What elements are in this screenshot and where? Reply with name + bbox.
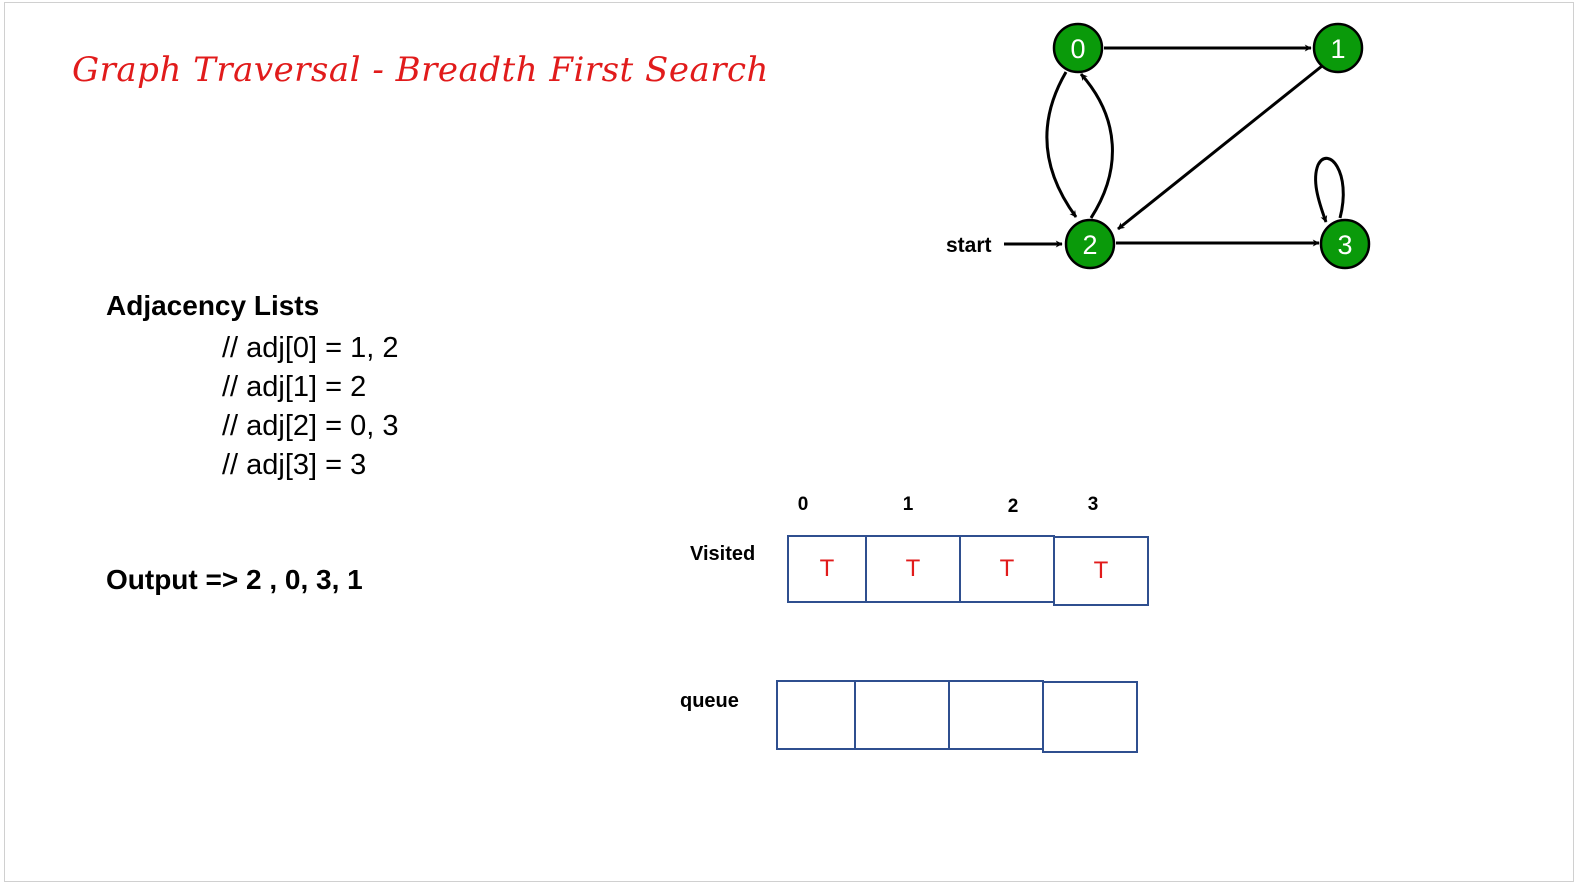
slide (4, 2, 1574, 882)
visited-index-1: 1 (902, 494, 914, 515)
graph-node-0: 0 (1052, 22, 1104, 74)
graph-node-1: 1 (1312, 22, 1364, 74)
adjacency-list: // adj[0] = 1, 2 // adj[1] = 2 // adj[2]… (222, 330, 399, 486)
adjacency-heading: Adjacency Lists (106, 290, 320, 321)
slide-title: Graph Traversal - Breadth First Search (72, 50, 769, 90)
adjacency-line-0: // adj[0] = 1, 2 (222, 332, 399, 364)
queue-array (776, 680, 1138, 753)
queue-cell-1 (854, 680, 950, 750)
node-label-3: 3 (1337, 230, 1352, 260)
visited-label: Visited (690, 543, 756, 565)
graph-node-3: 3 (1319, 218, 1371, 270)
edge-3-3 (1314, 157, 1345, 223)
queue-cell-2 (948, 680, 1044, 750)
queue-cell-3 (1042, 681, 1138, 753)
node-label-0: 0 (1070, 34, 1085, 64)
queue-cell-0 (776, 680, 856, 750)
node-label-1: 1 (1330, 34, 1345, 64)
node-label-2: 2 (1082, 230, 1097, 260)
edge-2-0 (1079, 73, 1114, 219)
adjacency-line-3: // adj[3] = 3 (222, 449, 367, 481)
start-label: start (946, 234, 992, 257)
visited-cell-0: T (787, 535, 867, 603)
visited-array: T T T T (787, 535, 1149, 606)
graph-node-2: 2 (1064, 218, 1116, 270)
visited-cell-2: T (959, 535, 1055, 603)
queue-label: queue (680, 690, 739, 712)
visited-index-2: 2 (1007, 496, 1019, 517)
adjacency-line-1: // adj[1] = 2 (222, 371, 367, 403)
visited-index-0: 0 (797, 494, 809, 515)
edge-0-2 (1045, 71, 1078, 218)
visited-cell-1: T (865, 535, 961, 603)
output-text: Output => 2 , 0, 3, 1 (106, 564, 363, 595)
visited-index-3: 3 (1087, 494, 1099, 515)
adjacency-line-2: // adj[2] = 0, 3 (222, 410, 399, 442)
edge-1-2 (1117, 64, 1323, 231)
visited-cell-3: T (1053, 536, 1149, 606)
